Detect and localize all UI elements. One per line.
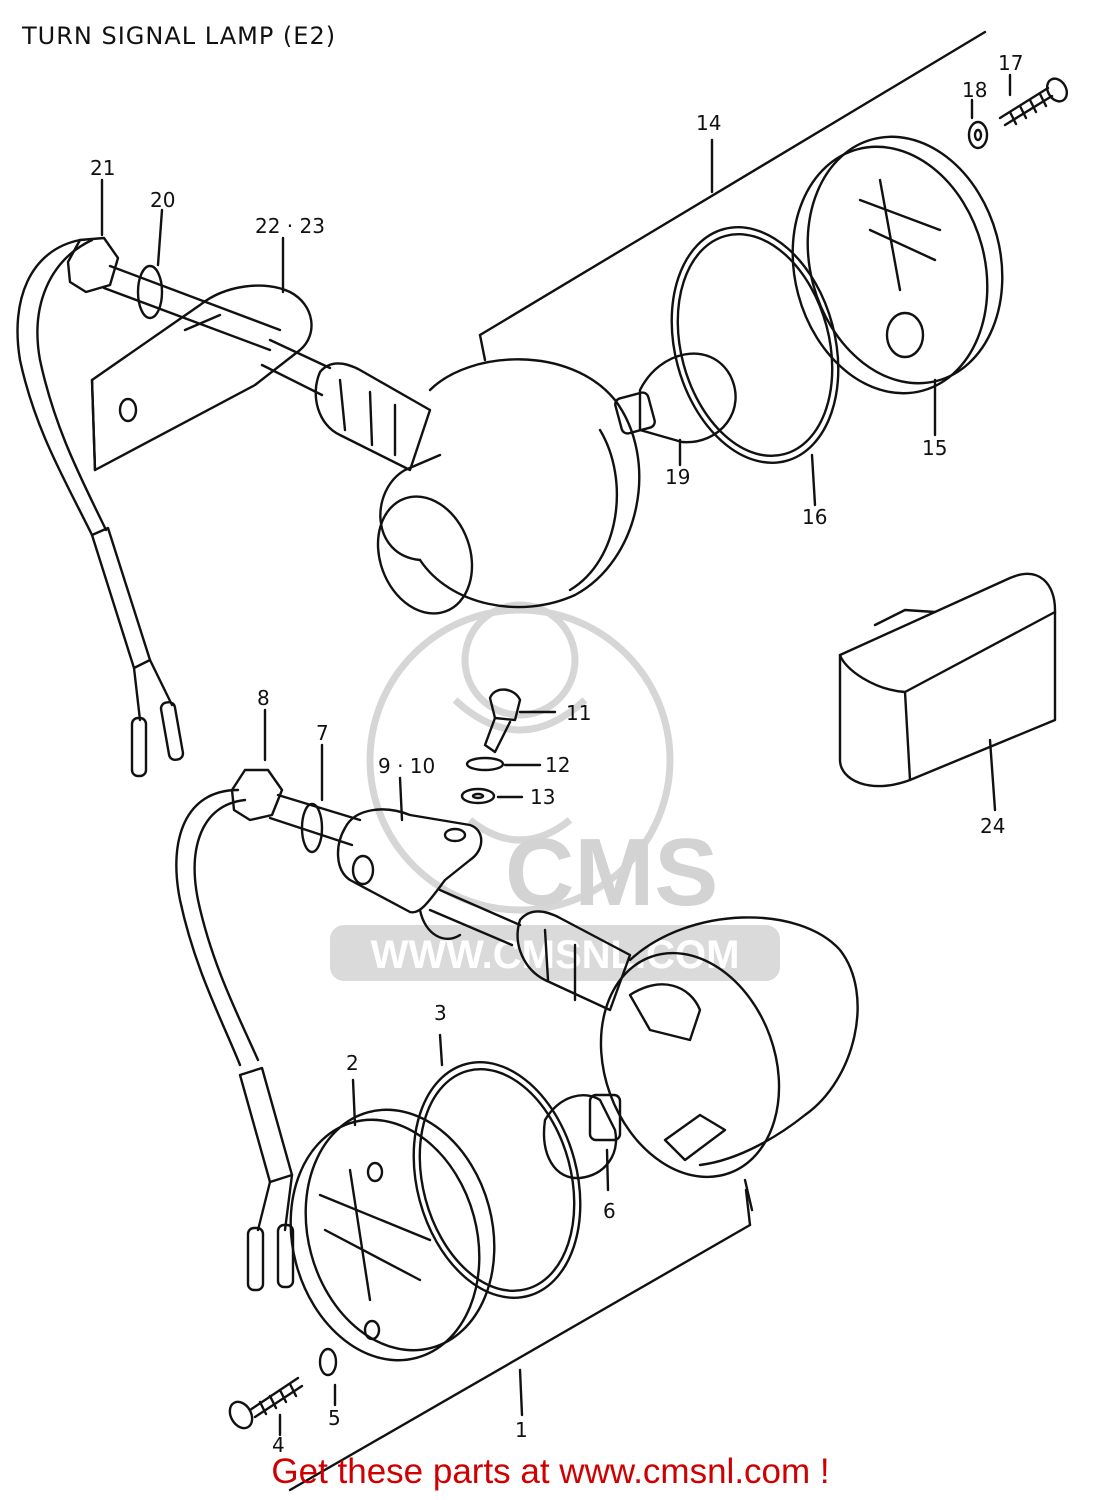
- bulb-6: [542, 1093, 622, 1192]
- gasket-3: [412, 1061, 582, 1299]
- washer-5: [318, 1347, 338, 1407]
- lower-lamp-stem: [428, 888, 632, 1012]
- lower-wire-harness: [175, 788, 295, 1292]
- callout-6: 6: [603, 1199, 616, 1223]
- washer-18: [967, 98, 989, 150]
- relay-24: [838, 572, 1057, 812]
- nut-8: [230, 708, 362, 847]
- bracket-14: [478, 30, 987, 362]
- callout-15: 15: [922, 436, 947, 460]
- washer-7: [300, 743, 324, 854]
- callout-8: 8: [257, 686, 270, 710]
- callout-16: 16: [802, 505, 827, 529]
- callout-11: 11: [566, 701, 591, 725]
- washer-12: [465, 756, 542, 772]
- bracket-1: [288, 1188, 752, 1492]
- callout-17: 17: [998, 51, 1023, 75]
- page-title: TURN SIGNAL LAMP (E2): [22, 22, 337, 50]
- upper-lamp-housing: [376, 358, 641, 615]
- callout-21: 21: [90, 156, 115, 180]
- nut-21: [66, 236, 282, 352]
- callout-24: 24: [980, 814, 1005, 838]
- upper-lamp-stem: [260, 338, 432, 472]
- mounting-bracket-22-23: [90, 284, 313, 472]
- screw-4: [228, 1376, 304, 1437]
- callout-9-10: 9 · 10: [378, 754, 435, 778]
- callout-18: 18: [962, 78, 987, 102]
- callout-2: 2: [346, 1051, 359, 1075]
- callout-5: 5: [328, 1406, 341, 1430]
- upper-wire-harness: [16, 238, 185, 778]
- callout-3: 3: [434, 1001, 447, 1025]
- washer-13: [460, 787, 524, 805]
- watermark-brand: CMS: [505, 819, 718, 926]
- callout-4: 4: [272, 1433, 285, 1457]
- callout-labels: 21 20 22 · 23 14 18 17 15 19 16 24 8 7 9…: [90, 51, 1023, 1457]
- callout-14: 14: [696, 111, 721, 135]
- footer-parts-link[interactable]: Get these parts at www.cmsnl.com !: [271, 1452, 830, 1491]
- clamp-bracket-9-10: [336, 776, 483, 940]
- lens-15: [791, 135, 1004, 437]
- watermark-url: WWW.CMSNL.COM: [371, 933, 740, 977]
- callout-19: 19: [665, 465, 690, 489]
- bulb-19: [614, 352, 737, 467]
- callout-7: 7: [316, 721, 329, 745]
- callout-20: 20: [150, 188, 175, 212]
- screw-17: [998, 73, 1069, 127]
- lens-2: [289, 1078, 496, 1362]
- callout-1: 1: [515, 1418, 528, 1442]
- callout-22-23: 22 · 23: [255, 214, 325, 238]
- gasket-16: [670, 226, 840, 464]
- callout-12: 12: [545, 753, 570, 777]
- washer-20: [136, 264, 164, 320]
- callout-13: 13: [530, 785, 555, 809]
- bolt-11: [483, 688, 557, 754]
